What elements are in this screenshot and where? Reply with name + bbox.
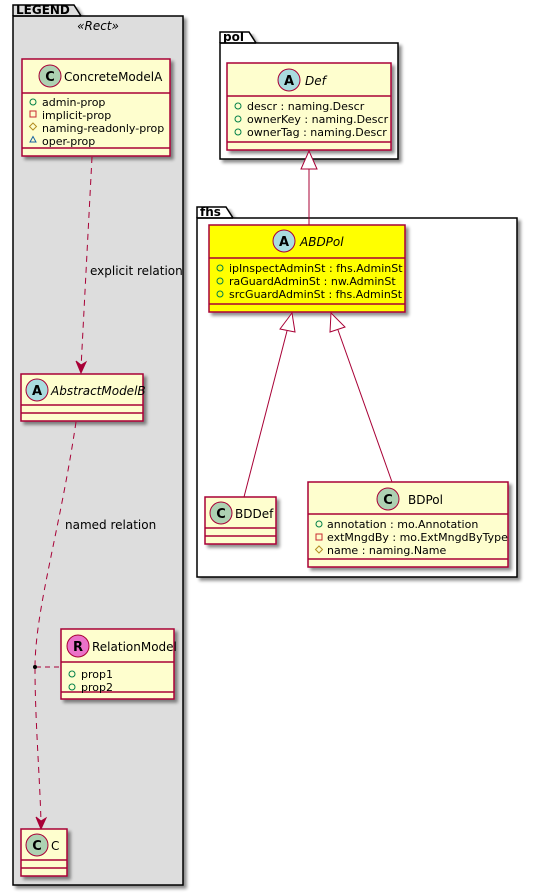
concrete-model-class[interactable]: C ConcreteModelA admin-prop implicit-pro… — [21, 58, 171, 157]
public-visibility-icon — [234, 128, 242, 136]
badge-letter: R — [73, 640, 83, 655]
badge-letter: A — [32, 384, 42, 399]
protected-visibility-icon — [314, 545, 324, 554]
class-badge-icon — [25, 833, 49, 857]
badge-letter: A — [284, 74, 294, 89]
class-badge-icon — [209, 501, 233, 525]
class-name: C — [51, 839, 59, 853]
public-visibility-icon — [234, 102, 242, 110]
relation-badge-icon — [66, 634, 90, 658]
private-visibility-icon — [315, 533, 323, 541]
named-relation-arrow: named relation — [33, 421, 156, 831]
public-visibility-icon — [68, 683, 76, 691]
badge-letter: C — [45, 70, 55, 85]
named-relation-label: named relation — [65, 518, 156, 532]
badge-letter: C — [32, 839, 42, 854]
explicit-relation-label: explicit relation — [90, 264, 183, 278]
public-visibility-icon — [29, 98, 37, 106]
attribute-text: descr : naming.Descr — [247, 100, 365, 113]
protected-visibility-icon — [28, 122, 38, 131]
private-visibility-icon — [29, 110, 37, 118]
attribute-text: oper-prop — [42, 135, 95, 148]
legend-title: LEGEND — [16, 3, 70, 17]
class-badge-icon — [376, 487, 400, 511]
class-name: Def — [305, 74, 328, 88]
attribute-text: naming-readonly-prop — [42, 122, 164, 135]
inheritance-arrow-bdpol — [329, 311, 393, 483]
legend-stereotype: «Rect» — [77, 19, 119, 33]
abstract-badge-icon — [277, 68, 301, 92]
class-name: ConcreteModelA — [64, 70, 163, 84]
bddef-class[interactable]: C BDDef — [204, 496, 277, 545]
bdpol-class[interactable]: C BDPol annotation : mo.Annotation extMn… — [307, 481, 509, 568]
package-visibility-icon — [29, 135, 37, 143]
attribute-text: name : naming.Name — [327, 544, 447, 557]
class-name: ABDPol — [299, 235, 344, 249]
fhs-package-title: fhs — [200, 205, 221, 219]
attribute-text: extMngdBy : mo.ExtMngdByType — [327, 531, 508, 544]
attribute-text: ownerTag : naming.Descr — [247, 126, 387, 139]
relation-model-class[interactable]: R RelationModel prop1 prop2 — [60, 628, 177, 700]
public-visibility-icon — [234, 115, 242, 123]
attribute-text: ownerKey : naming.Descr — [247, 113, 389, 126]
attribute-text: admin-prop — [42, 96, 105, 109]
attribute-text: implicit-prop — [42, 109, 111, 122]
public-visibility-icon — [216, 277, 224, 285]
public-visibility-icon — [68, 670, 76, 678]
attribute-text: prop2 — [81, 681, 113, 694]
class-badge-icon — [38, 64, 62, 88]
inheritance-arrow-def — [300, 149, 318, 225]
public-visibility-icon — [216, 264, 224, 272]
public-visibility-icon — [315, 520, 323, 528]
attribute-text: ipInspectAdminSt : fhs.AdminSt — [229, 262, 403, 275]
abdpol-class[interactable]: A ABDPol ipInspectAdminSt : fhs.AdminSt … — [208, 224, 406, 313]
badge-letter: C — [216, 507, 226, 522]
abstract-model-class[interactable]: A AbstractModelB — [20, 373, 146, 422]
class-name: BDDef — [235, 507, 274, 521]
def-class[interactable]: A Def descr : naming.Descr ownerKey : na… — [226, 62, 392, 151]
inheritance-arrow-bddef — [243, 311, 296, 498]
attribute-text: srcGuardAdminSt : fhs.AdminSt — [229, 288, 403, 301]
badge-letter: C — [383, 493, 393, 508]
attribute-text: prop1 — [81, 668, 113, 681]
pol-package-title: pol — [223, 30, 244, 44]
abstract-badge-icon — [25, 378, 49, 402]
attribute-text: raGuardAdminSt : nw.AdminSt — [229, 275, 396, 288]
target-class[interactable]: C C — [20, 828, 68, 877]
public-visibility-icon — [216, 290, 224, 298]
class-name: AbstractModelB — [50, 384, 146, 398]
explicit-relation-arrow: explicit relation — [75, 156, 183, 375]
badge-letter: A — [279, 235, 289, 250]
class-name: RelationModel — [92, 640, 177, 654]
attribute-text: annotation : mo.Annotation — [327, 518, 478, 531]
class-name: BDPol — [408, 493, 443, 507]
legend-package: LEGEND «Rect» — [12, 3, 184, 886]
abstract-badge-icon — [272, 229, 296, 253]
